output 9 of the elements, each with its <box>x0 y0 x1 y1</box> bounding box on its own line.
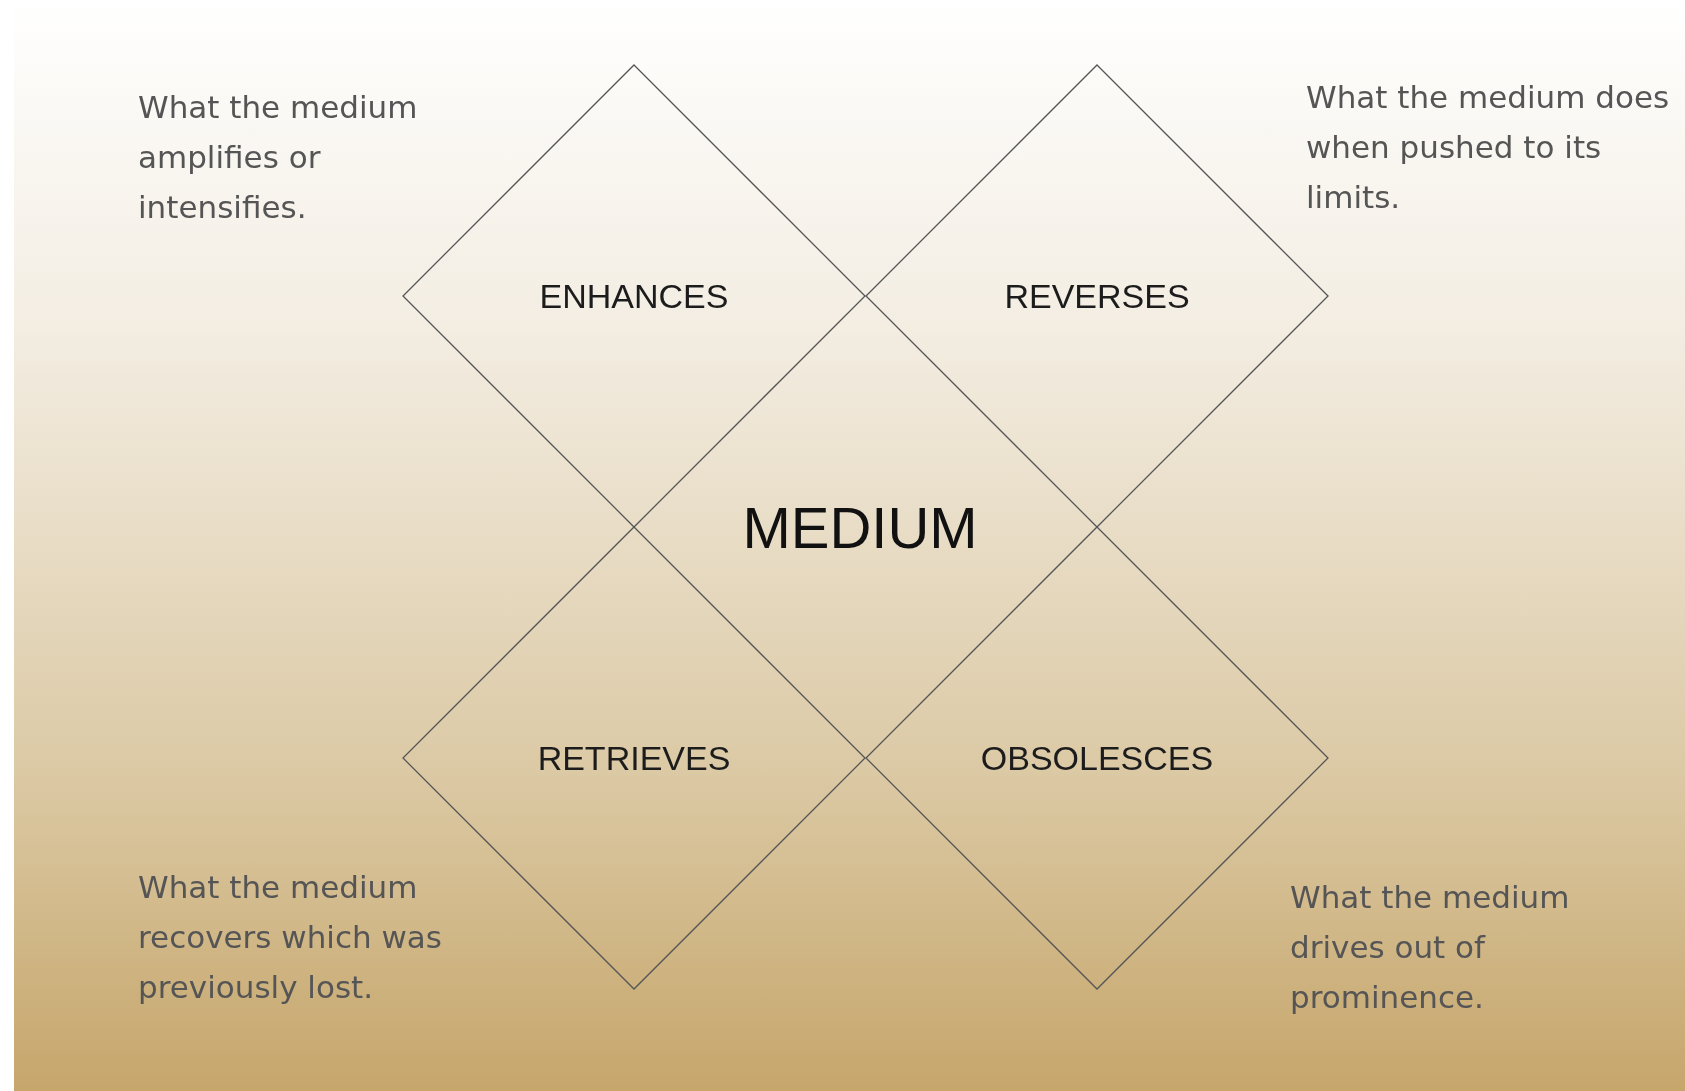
diamond-label: REVERSES <box>1004 276 1190 316</box>
description-text: What the medium does when pushed to its limits. <box>1306 78 1671 217</box>
description-text: What the medium amplifies or intensifies. <box>138 88 419 227</box>
description-text: What the medium recovers which was previously lost. <box>138 868 443 1007</box>
center-label: MEDIUM <box>742 493 978 561</box>
description-text: What the medium drives out of prominence. <box>1290 878 1571 1017</box>
diamond-label: RETRIEVES <box>537 738 731 778</box>
diamond-label: ENHANCES <box>539 276 729 316</box>
diamond-label: OBSOLESCES <box>980 738 1214 778</box>
